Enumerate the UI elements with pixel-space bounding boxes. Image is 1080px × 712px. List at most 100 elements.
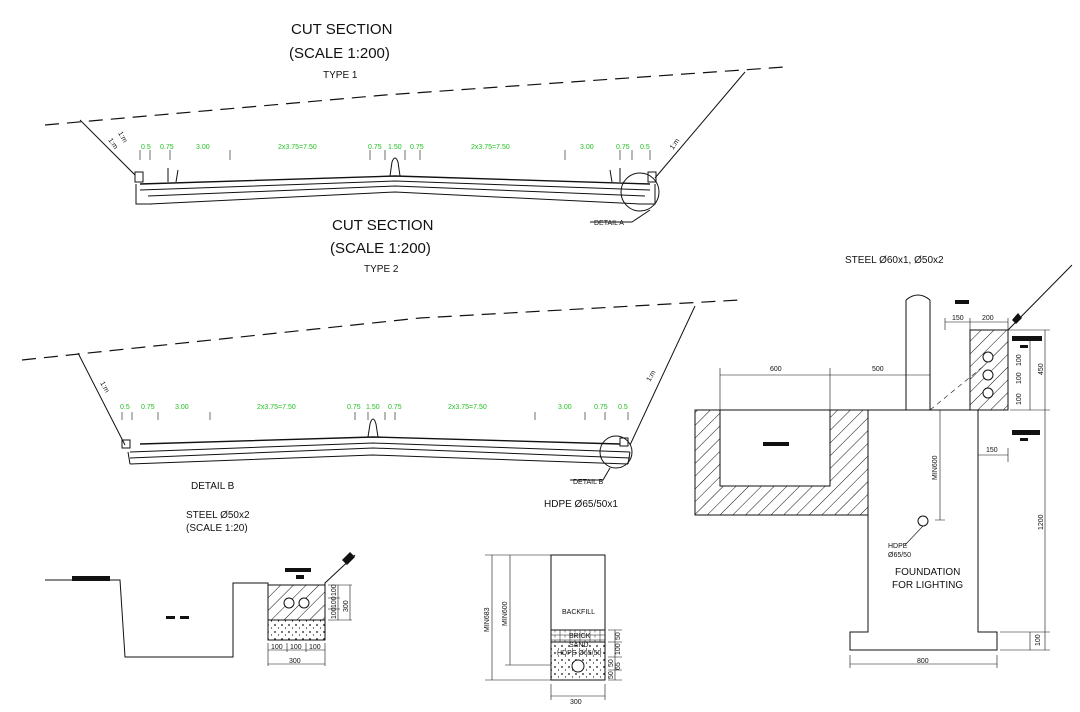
dim2-0: 0.5 bbox=[120, 404, 130, 411]
detail-b-dh0: 100 bbox=[271, 644, 283, 651]
road-layer-2c bbox=[129, 454, 629, 465]
trench-vdims-right bbox=[608, 629, 622, 681]
edge-lines-2 bbox=[127, 451, 631, 465]
fdn-right-vdims bbox=[1008, 329, 1050, 411]
fdn-bar-right-2 bbox=[1020, 345, 1028, 348]
trench-dv1: 100 bbox=[615, 643, 622, 655]
foundation-label-1: FOUNDATION bbox=[895, 567, 961, 578]
detail-b-title: DETAIL B bbox=[191, 481, 235, 492]
section2-type: TYPE 2 bbox=[364, 264, 399, 275]
foundation-pipe-3 bbox=[982, 387, 994, 399]
trench-dv0: 50 bbox=[615, 632, 622, 640]
detail-b-dv0: 100 bbox=[331, 584, 338, 596]
fdn-marker bbox=[1012, 313, 1022, 324]
fdn-top-hdims bbox=[719, 368, 931, 410]
foundation-pipe-1 bbox=[982, 351, 994, 363]
dim2-3: 2x3.75=7.50 bbox=[257, 404, 296, 411]
fdn-d200: 200 bbox=[982, 315, 994, 322]
dim1-4: 0.75 bbox=[368, 144, 382, 151]
curb-left-1 bbox=[134, 171, 144, 183]
fdn-min600-dim bbox=[935, 410, 945, 521]
dim2-6: 0.75 bbox=[388, 404, 402, 411]
dim2-9: 0.75 bbox=[594, 404, 608, 411]
fdn-bar-top bbox=[955, 300, 969, 304]
foundation-drawing: 150 200 600 500 100 100 100 450 150 1200… bbox=[694, 264, 1073, 668]
fdn-bar-right-3 bbox=[1012, 430, 1040, 435]
curb-right-2 bbox=[619, 437, 629, 447]
slope-label-2b: 1:m bbox=[646, 369, 658, 383]
trench-dim-bottom: 300 bbox=[570, 699, 582, 706]
fdn-hdpe-1: HDPE bbox=[888, 543, 908, 550]
detail-b-dht: 300 bbox=[289, 658, 301, 665]
trench-hdpe-label: HDPE Ø65/50 bbox=[557, 650, 601, 657]
dim2-1: 0.75 bbox=[141, 404, 155, 411]
fdn-d500: 500 bbox=[872, 366, 884, 373]
dim2-7: 2x3.75=7.50 bbox=[448, 404, 487, 411]
detail-b-dv1: 100 bbox=[331, 596, 338, 608]
section1-title: CUT SECTION bbox=[291, 21, 393, 38]
hdpe-drawing: MIN683 MIN600 50 100 50 65 50 300 BACKFI… bbox=[484, 554, 622, 706]
trench-min600: MIN600 bbox=[502, 601, 509, 626]
section-1-dims: 0.5 0.75 3.00 2x3.75=7.50 0.75 1.50 0.75… bbox=[141, 144, 650, 227]
trench-brick-label: BRICK bbox=[569, 633, 591, 640]
detail-b-vdims bbox=[328, 584, 352, 621]
dim-ticks-2 bbox=[121, 412, 629, 420]
dim-ticks-1 bbox=[139, 150, 651, 160]
dim2-10: 0.5 bbox=[618, 404, 628, 411]
detail-b-hatched-block bbox=[267, 584, 326, 621]
detail-b-scale: (SCALE 1:20) bbox=[186, 523, 248, 534]
road-layer-2a bbox=[129, 442, 631, 453]
section2-title: CUT SECTION bbox=[332, 217, 434, 234]
foundation-body bbox=[849, 409, 998, 651]
edge-markers-1 bbox=[167, 168, 621, 183]
slope-right-1 bbox=[654, 71, 746, 179]
edge-right-1 bbox=[638, 184, 656, 205]
dim1-10: 0.5 bbox=[640, 144, 650, 151]
fdn-d100-bottom: 100 bbox=[1035, 634, 1042, 646]
fdn-d150-right: 150 bbox=[986, 447, 998, 454]
trench-dv4: 50 bbox=[608, 671, 615, 679]
foundation-pit bbox=[719, 409, 831, 487]
detail-b-dash-a bbox=[166, 616, 175, 619]
dim2-5: 1.50 bbox=[366, 404, 380, 411]
detail-b-hdims bbox=[267, 643, 326, 666]
fdn-hdpe-leader bbox=[904, 525, 924, 546]
dim1-1: 0.75 bbox=[160, 144, 174, 151]
detail-b-dh1: 100 bbox=[290, 644, 302, 651]
curb-left-2 bbox=[121, 439, 131, 449]
dim1-9: 0.75 bbox=[616, 144, 630, 151]
detail-a-label: DETAIL A bbox=[594, 220, 624, 227]
trench-dv2: 50 bbox=[608, 659, 615, 667]
foundation-hdpe-pipe bbox=[917, 515, 929, 527]
light-pole bbox=[905, 294, 931, 410]
dim1-6: 0.75 bbox=[410, 144, 424, 151]
detail-b-sand-block bbox=[267, 619, 326, 641]
foundation-dashed bbox=[929, 364, 986, 411]
trench-hdim bbox=[550, 684, 606, 700]
detail-b-dash-b bbox=[180, 616, 189, 619]
detail-b-marker bbox=[342, 552, 355, 565]
dim1-5: 1.50 bbox=[388, 144, 402, 151]
dim1-2: 3.00 bbox=[196, 144, 210, 151]
detail-b-drawing: 100 100 100 300 100 100 100 300 bbox=[45, 552, 356, 666]
slope-left-1 bbox=[79, 119, 136, 176]
slope-label-2a: 1:m bbox=[98, 381, 110, 395]
foundation-pit-bar bbox=[763, 442, 789, 446]
dim2-2: 3.00 bbox=[175, 404, 189, 411]
trench-backfill bbox=[550, 554, 606, 631]
detail-b-steel: STEEL Ø50x2 bbox=[186, 510, 250, 521]
section1-scale: (SCALE 1:200) bbox=[289, 45, 390, 62]
fdn-800-dim bbox=[849, 655, 998, 668]
foundation-pipe-2 bbox=[982, 369, 994, 381]
road-layer-1b bbox=[147, 185, 646, 197]
section1-type: TYPE 1 bbox=[323, 70, 358, 81]
detail-b-circle bbox=[599, 435, 633, 469]
trench-sand-label: SAND bbox=[569, 642, 588, 649]
trench-vdims-left bbox=[485, 554, 551, 681]
hdpe-title: HDPE Ø65/50x1 bbox=[544, 499, 618, 510]
foundation-label-2: FOR LIGHTING bbox=[892, 580, 964, 591]
foundation-steel: STEEL Ø60x1, Ø50x2 bbox=[845, 255, 944, 266]
section-2-drawing: 1:m 1:m bbox=[21, 299, 741, 481]
slope-right-2 bbox=[629, 305, 696, 446]
